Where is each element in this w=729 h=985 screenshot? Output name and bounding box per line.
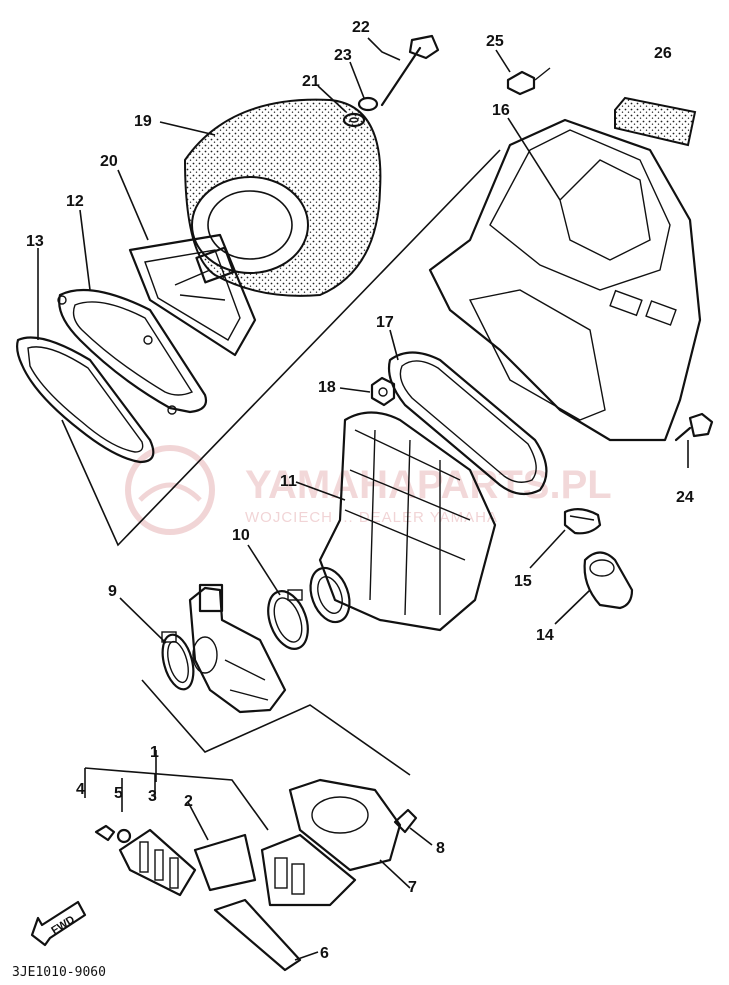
joint-14 [583, 551, 634, 610]
callout-3: 3 [148, 788, 157, 805]
hose-clamp-9 [161, 631, 195, 691]
callout-14: 14 [536, 627, 554, 644]
callout-16: 16 [492, 102, 510, 119]
callout-24: 24 [676, 489, 694, 506]
filter-cap-plate [57, 288, 208, 415]
band-15 [563, 508, 602, 535]
callout-4: 4 [76, 781, 85, 798]
watermark-logo-icon [125, 445, 215, 535]
reed-petal-2 [193, 833, 257, 892]
hose-clamp-10 [267, 589, 309, 650]
callout-17: 17 [376, 314, 394, 331]
joint-seal [387, 351, 548, 496]
callout-8: 8 [436, 840, 445, 857]
filter-guide [128, 233, 257, 357]
callouts: 1 2 3 4 5 6 7 8 9 10 11 12 13 14 15 16 1… [26, 19, 694, 962]
callout-15: 15 [514, 573, 532, 590]
reed-valve-body-1 [260, 833, 357, 907]
carb-group-bracket [141, 679, 411, 776]
group-bracket [61, 149, 501, 547]
carburetor [188, 583, 287, 714]
wing-bolt [380, 34, 440, 107]
fwd-arrow-icon: FWD [30, 900, 87, 947]
foam-pad [614, 96, 697, 147]
callout-1: 1 [150, 744, 159, 761]
callout-11: 11 [280, 473, 297, 490]
callout-12: 12 [66, 193, 84, 210]
callout-6: 6 [320, 945, 329, 962]
callout-22: 22 [352, 19, 370, 36]
callout-9: 9 [108, 583, 117, 600]
air-filter-element [183, 98, 382, 297]
callout-21: 21 [302, 73, 320, 90]
reed-valve-assembly [94, 778, 418, 972]
callout-10: 10 [232, 527, 250, 544]
catalog-code: 3JE1010-9060 [12, 965, 106, 980]
bolt-24 [674, 412, 714, 442]
leader-lines [37, 37, 689, 961]
watermark-subtitle: WOJCIECH ... DEALER YAMAHA [245, 509, 498, 526]
intake-manifold-7 [288, 778, 402, 872]
reed-plate-3 [118, 828, 197, 897]
callout-5: 5 [114, 785, 123, 802]
watermark: YAMAHAPARTS.PL WOJCIECH ... DEALER YAMAH… [125, 445, 612, 535]
callout-13: 13 [26, 233, 44, 250]
washer-4 [94, 824, 116, 842]
washer-21 [342, 112, 366, 128]
callout-18: 18 [318, 379, 336, 396]
callout-7: 7 [408, 879, 417, 896]
spring-washer-5 [116, 828, 132, 844]
gasket-6 [213, 898, 302, 972]
callout-19: 19 [134, 113, 152, 130]
spring-washer-23 [357, 96, 379, 112]
callout-26: 26 [654, 45, 672, 62]
callout-20: 20 [100, 153, 118, 170]
air-filter-case [428, 118, 702, 442]
air-filter-joint [309, 411, 497, 632]
bolt-8 [393, 808, 418, 834]
callout-23: 23 [334, 47, 352, 64]
callout-25: 25 [486, 33, 504, 50]
gasket [16, 336, 155, 464]
nut [370, 376, 396, 407]
bolt-25 [506, 67, 551, 96]
watermark-brand: YAMAHAPARTS.PL [245, 463, 612, 507]
reed-group-bracket [84, 767, 269, 831]
callout-2: 2 [184, 793, 193, 810]
